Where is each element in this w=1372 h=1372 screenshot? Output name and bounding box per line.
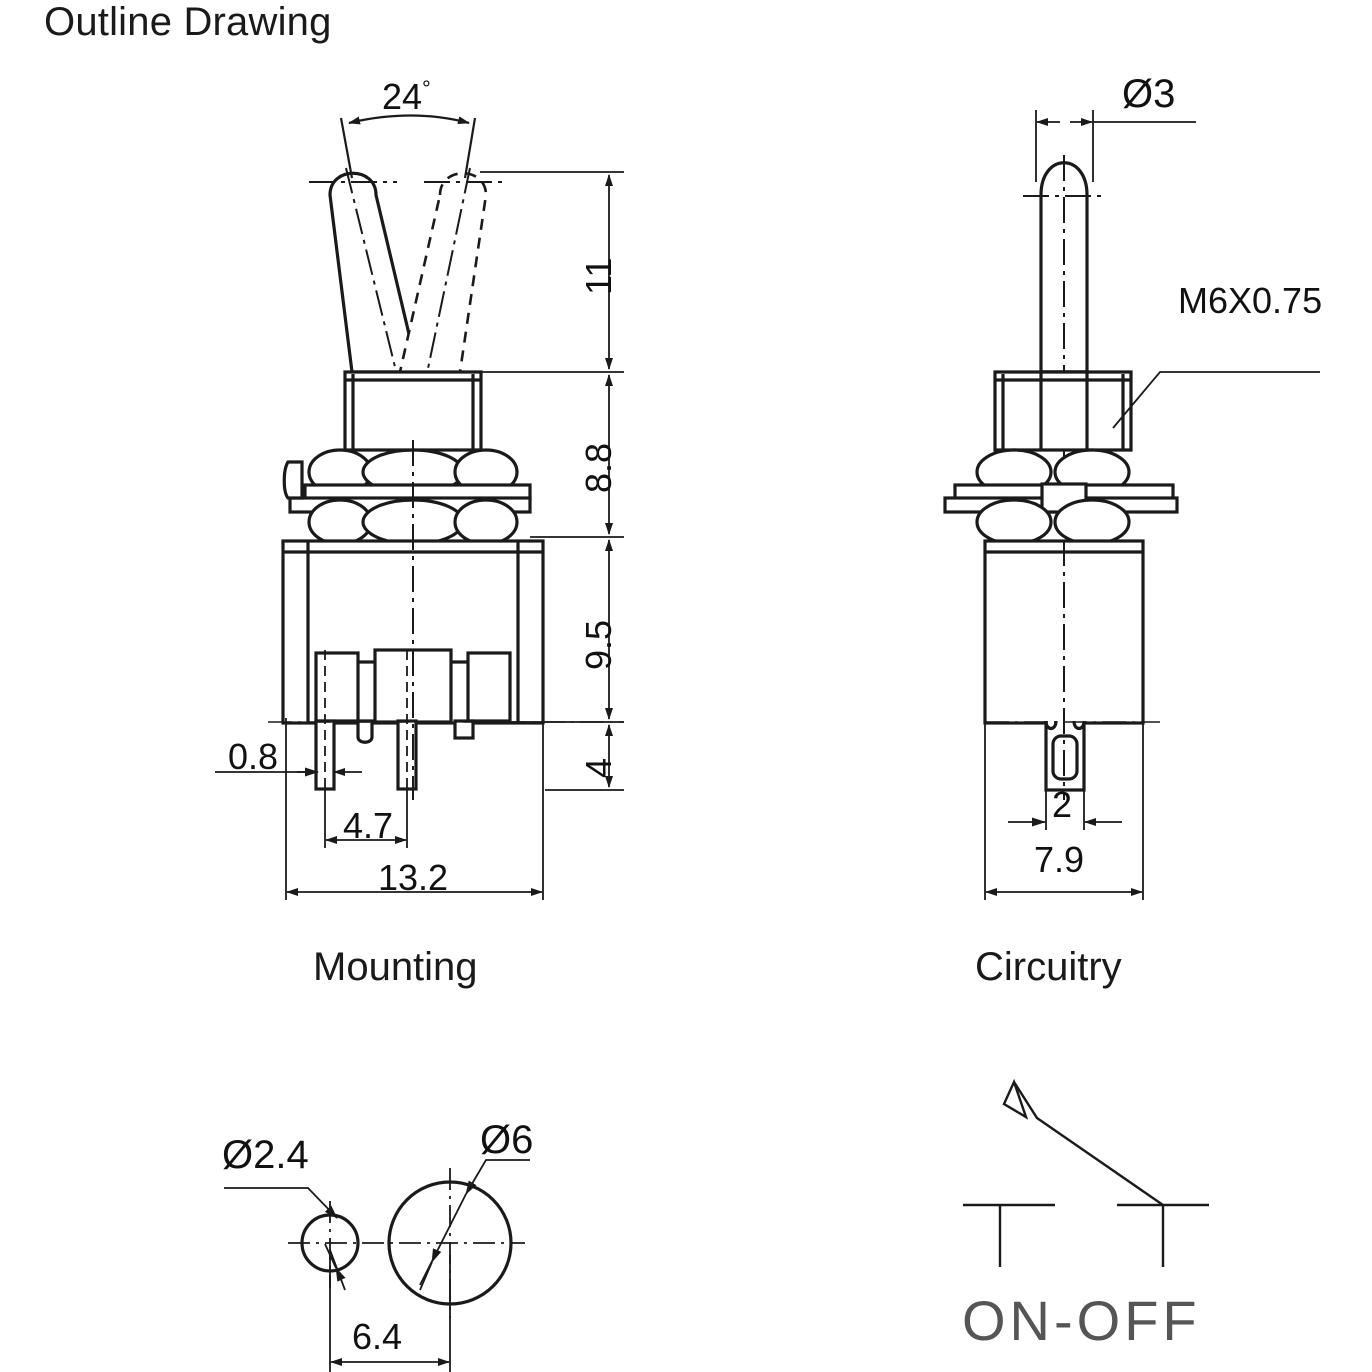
- angle-dimension-24: [339, 114, 477, 179]
- dim-terminal-width: 2: [1052, 784, 1073, 825]
- panel-cutout-view: [224, 1159, 530, 1372]
- page-title: Outline Drawing: [44, 0, 332, 44]
- dim-terminal-pitch: 4.7: [343, 805, 394, 846]
- toggle-lever-solid: [328, 171, 421, 374]
- dim-bushing-height: 8.8: [578, 442, 619, 493]
- side-hex-nut-lower: [975, 498, 1131, 546]
- dim-small-hole: Ø2.4: [222, 1133, 309, 1177]
- dim-thread-spec: M6X0.75: [1178, 280, 1323, 321]
- side-hex-nut-upper: [975, 448, 1131, 496]
- side-hex-bushing: [993, 370, 1133, 452]
- caption-circuitry: Circuitry: [975, 945, 1122, 989]
- front-view-mounting: [215, 114, 624, 900]
- hex-nut-lower: [307, 498, 519, 546]
- horizontal-dimension-lines: [215, 718, 544, 900]
- terminal-pins: [314, 719, 475, 791]
- schematic-arrowhead: [1002, 1078, 1029, 1120]
- thread-spec-leader: [1112, 371, 1320, 429]
- diameter-6-leader: [419, 1159, 530, 1291]
- dim-terminal-thickness: 0.8: [228, 736, 279, 777]
- dim-body-depth: 7.9: [1034, 839, 1085, 880]
- side-lock-washer: [943, 482, 1179, 514]
- dim-hole-spacing: 6.4: [352, 1316, 403, 1357]
- dim-body-height: 9.5: [578, 619, 619, 670]
- schematic-terminal-left: [963, 1203, 1055, 1267]
- side-view-circuitry: [943, 110, 1320, 900]
- caption-mounting: Mounting: [313, 945, 478, 989]
- pin-hidden-lines: [324, 650, 408, 789]
- dimension-6-4: [329, 1255, 451, 1372]
- dimension-7-9: [984, 723, 1144, 900]
- toggle-lever-dashed: [398, 172, 488, 374]
- dim-toggle-angle: 24°: [382, 76, 431, 117]
- hex-bushing: [343, 370, 483, 452]
- dim-body-width: 13.2: [378, 857, 449, 898]
- dim-lever-diameter: Ø3: [1122, 72, 1176, 116]
- schematic-label: ON-OFF: [962, 1289, 1201, 1352]
- schematic-terminal-right: [1117, 1203, 1209, 1267]
- dim-large-hole: Ø6: [480, 1118, 534, 1162]
- schematic-switch-arm: [1012, 1081, 1164, 1206]
- dimension-2: [1008, 790, 1122, 830]
- schematic-diagram: [963, 1078, 1209, 1267]
- dim-lever-height: 11: [578, 257, 619, 295]
- diameter-3-dimension: [1035, 110, 1196, 182]
- dim-terminal-length: 4: [578, 757, 619, 778]
